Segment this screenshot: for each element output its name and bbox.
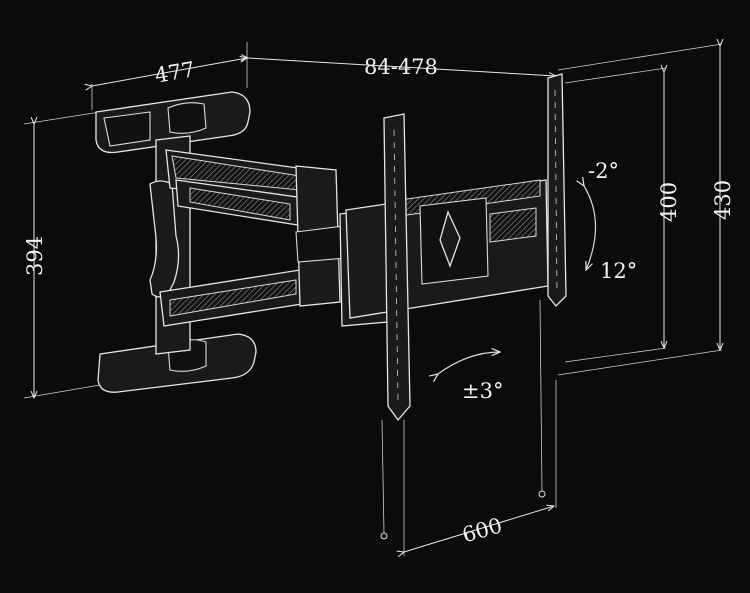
vesa-rail-right	[538, 73, 567, 498]
tilt-indicator	[584, 186, 597, 270]
vesa-height-outer-label: 430	[711, 180, 735, 220]
articulating-arms	[149, 149, 347, 327]
carriage	[339, 179, 549, 327]
height-left-label: 394	[23, 236, 47, 276]
extension-label: 84-478	[364, 55, 438, 79]
dimension-extension	[248, 58, 556, 76]
vesa-height-inner-label: 400	[657, 182, 681, 222]
dimension-vesa-width	[404, 380, 557, 556]
arm-depth-label: 477	[153, 57, 197, 88]
tilt-down-label: 12°	[600, 259, 637, 283]
tilt-up-label: -2°	[588, 159, 619, 183]
vesa-rail-left	[380, 113, 411, 540]
swivel-label: ±3°	[462, 379, 503, 403]
swivel-indicator	[438, 352, 500, 374]
dimension-height-left	[23, 111, 101, 398]
vesa-width-label: 600	[460, 513, 505, 547]
dimension-vesa-height	[557, 44, 722, 376]
